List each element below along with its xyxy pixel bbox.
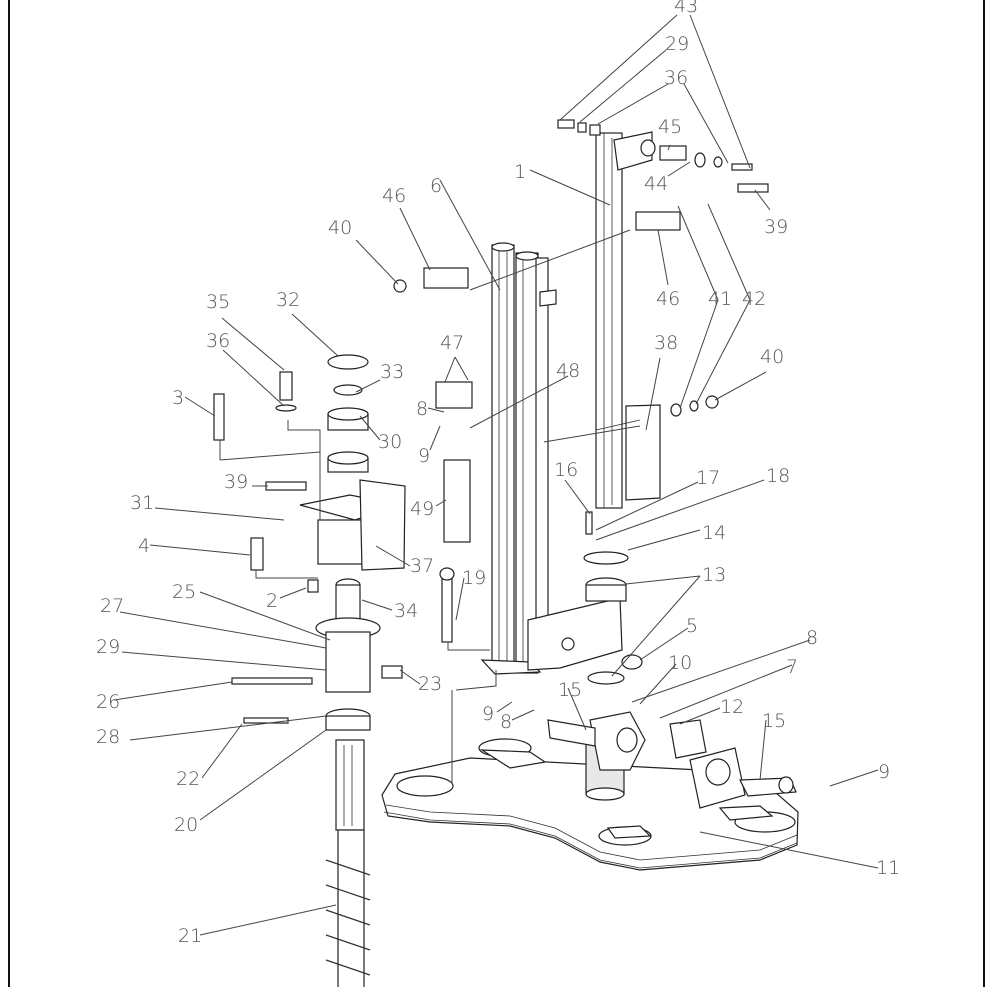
callout-8: 8 [416, 398, 428, 420]
callout-17: 17 [696, 467, 720, 489]
callout-15-right: 15 [762, 710, 786, 732]
callout-43: 43 [674, 0, 698, 17]
callout-11: 11 [876, 857, 900, 879]
callout-21: 21 [178, 925, 202, 947]
callout-46: 46 [382, 185, 406, 207]
callout-32: 32 [276, 289, 300, 311]
callout-31: 31 [130, 492, 154, 514]
callout-29-left: 29 [96, 636, 120, 658]
callout-20: 20 [174, 814, 198, 836]
left-column-assembly [213, 354, 471, 991]
callout-38: 38 [654, 332, 678, 354]
callout-1: 1 [514, 161, 526, 183]
callout-9: 9 [418, 445, 430, 467]
callout-26: 26 [96, 691, 120, 713]
callout-25: 25 [172, 581, 196, 603]
callout-36: 36 [664, 67, 688, 89]
leader-lines [113, 14, 879, 936]
callout-15: 15 [558, 679, 582, 701]
callout-22: 22 [176, 768, 200, 790]
callout-14: 14 [702, 522, 726, 544]
callout-9-mid: 9 [482, 703, 494, 725]
callout-40: 40 [328, 217, 352, 239]
pivot-blocks [547, 711, 797, 809]
callout-36-left: 36 [206, 330, 230, 352]
callout-39: 39 [764, 216, 788, 238]
callout-3: 3 [172, 387, 184, 409]
callout-4: 4 [138, 535, 150, 557]
callout-labels: 43 29 36 45 44 1 39 6 46 40 46 41 42 35 … [96, 0, 900, 947]
callout-47: 47 [440, 332, 464, 354]
callout-16: 16 [554, 459, 578, 481]
callout-39-left: 39 [224, 471, 248, 493]
callout-9-right: 9 [878, 761, 890, 783]
callout-6: 6 [430, 175, 442, 197]
callout-13: 13 [702, 564, 726, 586]
callout-42: 42 [742, 288, 766, 310]
callout-8-right: 8 [806, 627, 818, 649]
callout-2: 2 [266, 590, 278, 612]
right-post [595, 131, 661, 509]
callout-41: 41 [708, 288, 732, 310]
callout-33: 33 [380, 361, 404, 383]
callout-29: 29 [665, 33, 689, 55]
left-posts [480, 242, 557, 675]
callout-23: 23 [418, 673, 442, 695]
callout-48: 48 [556, 360, 580, 382]
callout-12: 12 [720, 696, 744, 718]
callout-27: 27 [100, 595, 124, 617]
callout-28: 28 [96, 726, 120, 748]
callout-49: 49 [410, 498, 434, 520]
callout-40-right: 40 [760, 346, 784, 368]
callout-19: 19 [462, 567, 486, 589]
callout-44: 44 [644, 173, 668, 195]
callout-30: 30 [378, 431, 402, 453]
callout-7: 7 [786, 656, 798, 678]
callout-34: 34 [394, 600, 418, 622]
callout-18: 18 [766, 465, 790, 487]
callout-45: 45 [658, 116, 682, 138]
callout-35: 35 [206, 291, 230, 313]
top-right-hardware [393, 119, 769, 535]
callout-46-right: 46 [656, 288, 680, 310]
callout-37: 37 [410, 555, 434, 577]
callout-5: 5 [686, 615, 698, 637]
callout-10: 10 [668, 652, 692, 674]
callout-8-mid: 8 [500, 711, 512, 733]
base-plate [381, 738, 799, 871]
